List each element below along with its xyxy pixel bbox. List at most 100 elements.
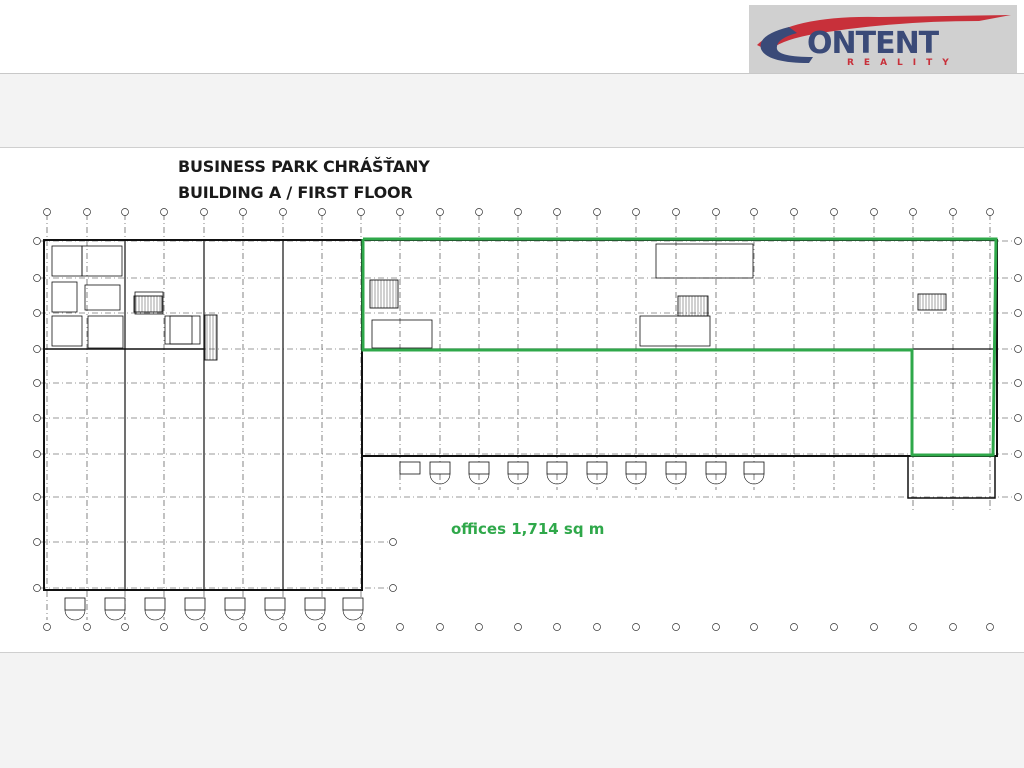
- grid-row-marker: [33, 237, 41, 245]
- door-swing: [586, 473, 608, 485]
- loading-door: [586, 461, 608, 475]
- door-swing: [507, 473, 529, 485]
- offices-area-label: offices 1,714 sq m: [451, 520, 605, 538]
- loading-door: [64, 597, 86, 611]
- grid-row-marker: [33, 379, 41, 387]
- toilet-block: [164, 315, 201, 345]
- loading-door: [705, 461, 727, 475]
- grid-row-marker: [1014, 493, 1022, 501]
- toilet-block: [371, 319, 433, 349]
- svg-text:ONTENT: ONTENT: [807, 26, 940, 61]
- content-reality-logo: ONTENT REALITY: [749, 5, 1017, 73]
- door-swing: [705, 473, 727, 485]
- loading-doors: [64, 461, 765, 621]
- grid-column-marker: [514, 208, 522, 216]
- grid-column-marker: [475, 623, 483, 631]
- door-swing: [184, 609, 206, 621]
- grid-column-marker: [712, 623, 720, 631]
- grid-row-marker: [33, 584, 41, 592]
- grid-column-marker: [949, 623, 957, 631]
- door-swing: [104, 609, 126, 621]
- room: [51, 315, 83, 347]
- loading-door: [264, 597, 286, 611]
- grid-column-marker: [357, 208, 365, 216]
- interior-rooms: [51, 243, 947, 361]
- grid-column-marker: [830, 208, 838, 216]
- room: [51, 245, 83, 277]
- svg-text:REALITY: REALITY: [847, 58, 959, 68]
- grid-column-marker: [43, 208, 51, 216]
- loading-door: [342, 597, 364, 611]
- grid-column-marker: [553, 208, 561, 216]
- grid-row-marker: [33, 414, 41, 422]
- grid-column-marker: [160, 208, 168, 216]
- grid-column-marker: [200, 208, 208, 216]
- grid-column-marker: [750, 208, 758, 216]
- grid-column-marker: [200, 623, 208, 631]
- door-swing: [743, 473, 765, 485]
- grid-column-marker: [239, 208, 247, 216]
- door-swing: [665, 473, 687, 485]
- grid-column-marker: [870, 623, 878, 631]
- door-swing: [625, 473, 647, 485]
- grid-row-marker: [33, 345, 41, 353]
- grid-column-marker: [870, 208, 878, 216]
- door-swing: [546, 473, 568, 485]
- toilet-block: [639, 315, 711, 347]
- loading-door: [399, 461, 421, 475]
- grid-column-marker: [712, 208, 720, 216]
- loading-door: [144, 597, 166, 611]
- door-swing: [264, 609, 286, 621]
- grid-column-marker: [318, 623, 326, 631]
- room: [51, 281, 78, 313]
- room: [655, 243, 754, 279]
- band-divider: [0, 147, 1024, 148]
- door-swing: [64, 609, 86, 621]
- annex-outline: [907, 455, 996, 499]
- door-swing: [468, 473, 490, 485]
- grid-column-marker: [83, 623, 91, 631]
- room: [87, 315, 124, 349]
- door-swing: [144, 609, 166, 621]
- grid-row-marker: [1014, 414, 1022, 422]
- grid-column-marker: [121, 623, 129, 631]
- room: [169, 315, 193, 345]
- grid-row-marker: [33, 493, 41, 501]
- header-divider: [0, 73, 1024, 74]
- structural-grid: [33, 208, 1022, 631]
- grid-column-marker: [909, 623, 917, 631]
- room: [81, 245, 123, 277]
- grid-column-marker: [396, 623, 404, 631]
- loading-door: [304, 597, 326, 611]
- grid-column-marker: [436, 623, 444, 631]
- grid-row-marker: [33, 274, 41, 282]
- offices-highlight: [361, 237, 998, 457]
- loading-door: [546, 461, 568, 475]
- plan-title-line2: BUILDING A / FIRST FLOOR: [178, 183, 413, 202]
- plan-title-line1: BUSINESS PARK CHRÁŠŤANY: [178, 157, 430, 176]
- grid-column-marker: [909, 208, 917, 216]
- grid-column-marker: [672, 623, 680, 631]
- loading-door: [665, 461, 687, 475]
- room: [84, 284, 121, 311]
- grid-column-marker: [475, 208, 483, 216]
- grid-row-marker: [389, 538, 397, 546]
- door-swing: [342, 609, 364, 621]
- grid-column-marker: [121, 208, 129, 216]
- loading-door: [743, 461, 765, 475]
- grid-column-marker: [357, 623, 365, 631]
- grid-column-marker: [593, 208, 601, 216]
- floor-plan-area: [0, 148, 1024, 652]
- door-swing: [429, 473, 451, 485]
- loading-door: [224, 597, 246, 611]
- grid-column-marker: [949, 208, 957, 216]
- grid-row-marker: [1014, 379, 1022, 387]
- grid-column-marker: [830, 623, 838, 631]
- grid-row-marker: [33, 309, 41, 317]
- grid-column-marker: [553, 623, 561, 631]
- footer-divider: [0, 652, 1024, 653]
- grid-row-marker: [389, 584, 397, 592]
- room: [134, 291, 164, 315]
- loading-door: [625, 461, 647, 475]
- floor-plan-drawing: [33, 208, 1022, 631]
